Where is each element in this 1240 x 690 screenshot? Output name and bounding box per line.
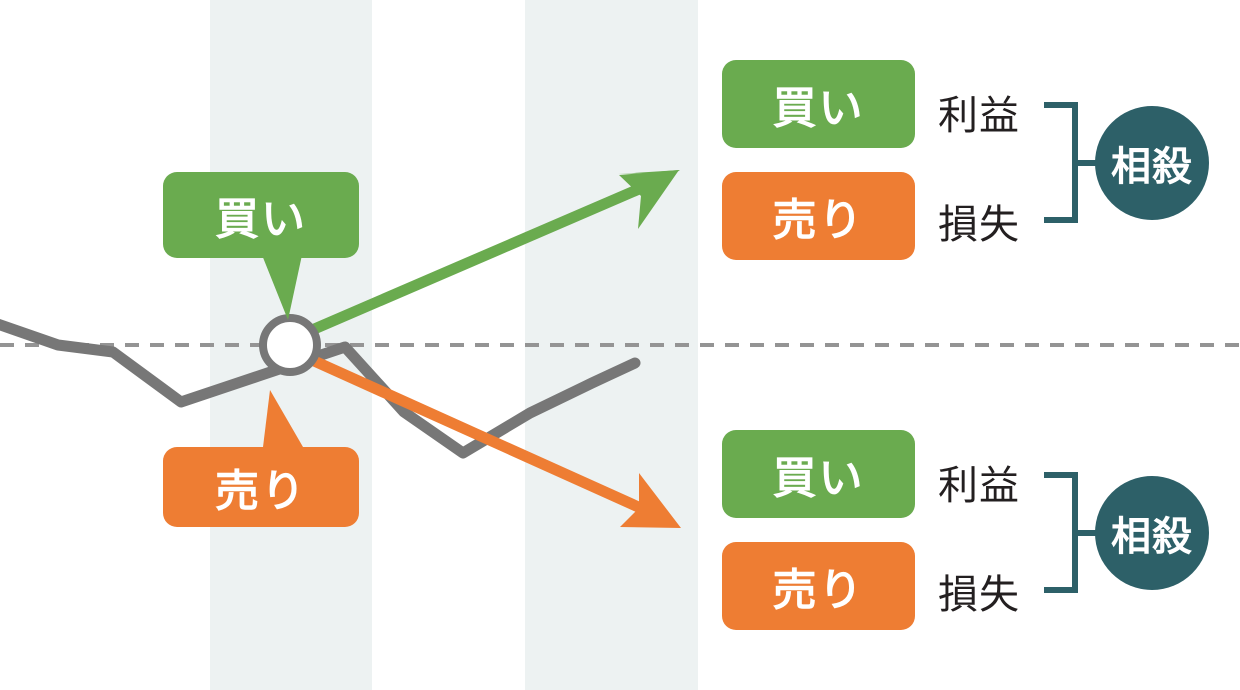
up-arrow-shaft	[309, 180, 649, 336]
up-arrow-group	[309, 170, 680, 336]
sell-callout[interactable]: 売り	[163, 447, 359, 527]
down-scenario-offset-label: 相殺	[1111, 515, 1193, 559]
bracket-bottom	[1044, 472, 1102, 593]
down-arrow-group	[309, 354, 681, 528]
bracket-top	[1044, 102, 1102, 223]
up-scenario-offset-label: 相殺	[1111, 145, 1193, 189]
price-history-line	[0, 318, 641, 459]
down-scenario-sell-label: 売り	[772, 566, 865, 615]
down-arrow-shaft	[309, 354, 648, 516]
buy-callout-label: 買い	[215, 195, 307, 244]
up-arrow-head-2	[618, 170, 680, 174]
buy-callout-tail	[262, 255, 302, 320]
buy-callout[interactable]: 買い	[163, 172, 359, 258]
down-scenario-sell-badge[interactable]: 売り	[722, 542, 915, 630]
down-scenario-offset-circle[interactable]: 相殺	[1095, 476, 1209, 590]
up-scenario-profit-label: 利益	[938, 94, 1020, 138]
up-scenario-buy-label: 買い	[772, 84, 865, 133]
down-scenario-buy-label: 買い	[772, 454, 865, 503]
sell-callout-label: 売り	[215, 467, 307, 516]
up-scenario-offset-circle[interactable]: 相殺	[1095, 106, 1209, 220]
up-scenario-loss-label: 損失	[938, 203, 1020, 247]
up-arrow-head	[619, 170, 679, 229]
entry-point-circle	[259, 314, 321, 376]
down-scenario-profit-label: 利益	[938, 464, 1020, 508]
up-scenario-buy-badge[interactable]: 買い	[722, 60, 915, 148]
down-scenario-buy-badge[interactable]: 買い	[722, 430, 915, 518]
up-scenario-sell-badge[interactable]: 売り	[722, 172, 915, 260]
sell-callout-tail	[263, 390, 303, 447]
up-scenario-sell-label: 売り	[772, 196, 865, 245]
down-arrow-head	[620, 473, 681, 528]
down-scenario-loss-label: 損失	[938, 573, 1020, 617]
